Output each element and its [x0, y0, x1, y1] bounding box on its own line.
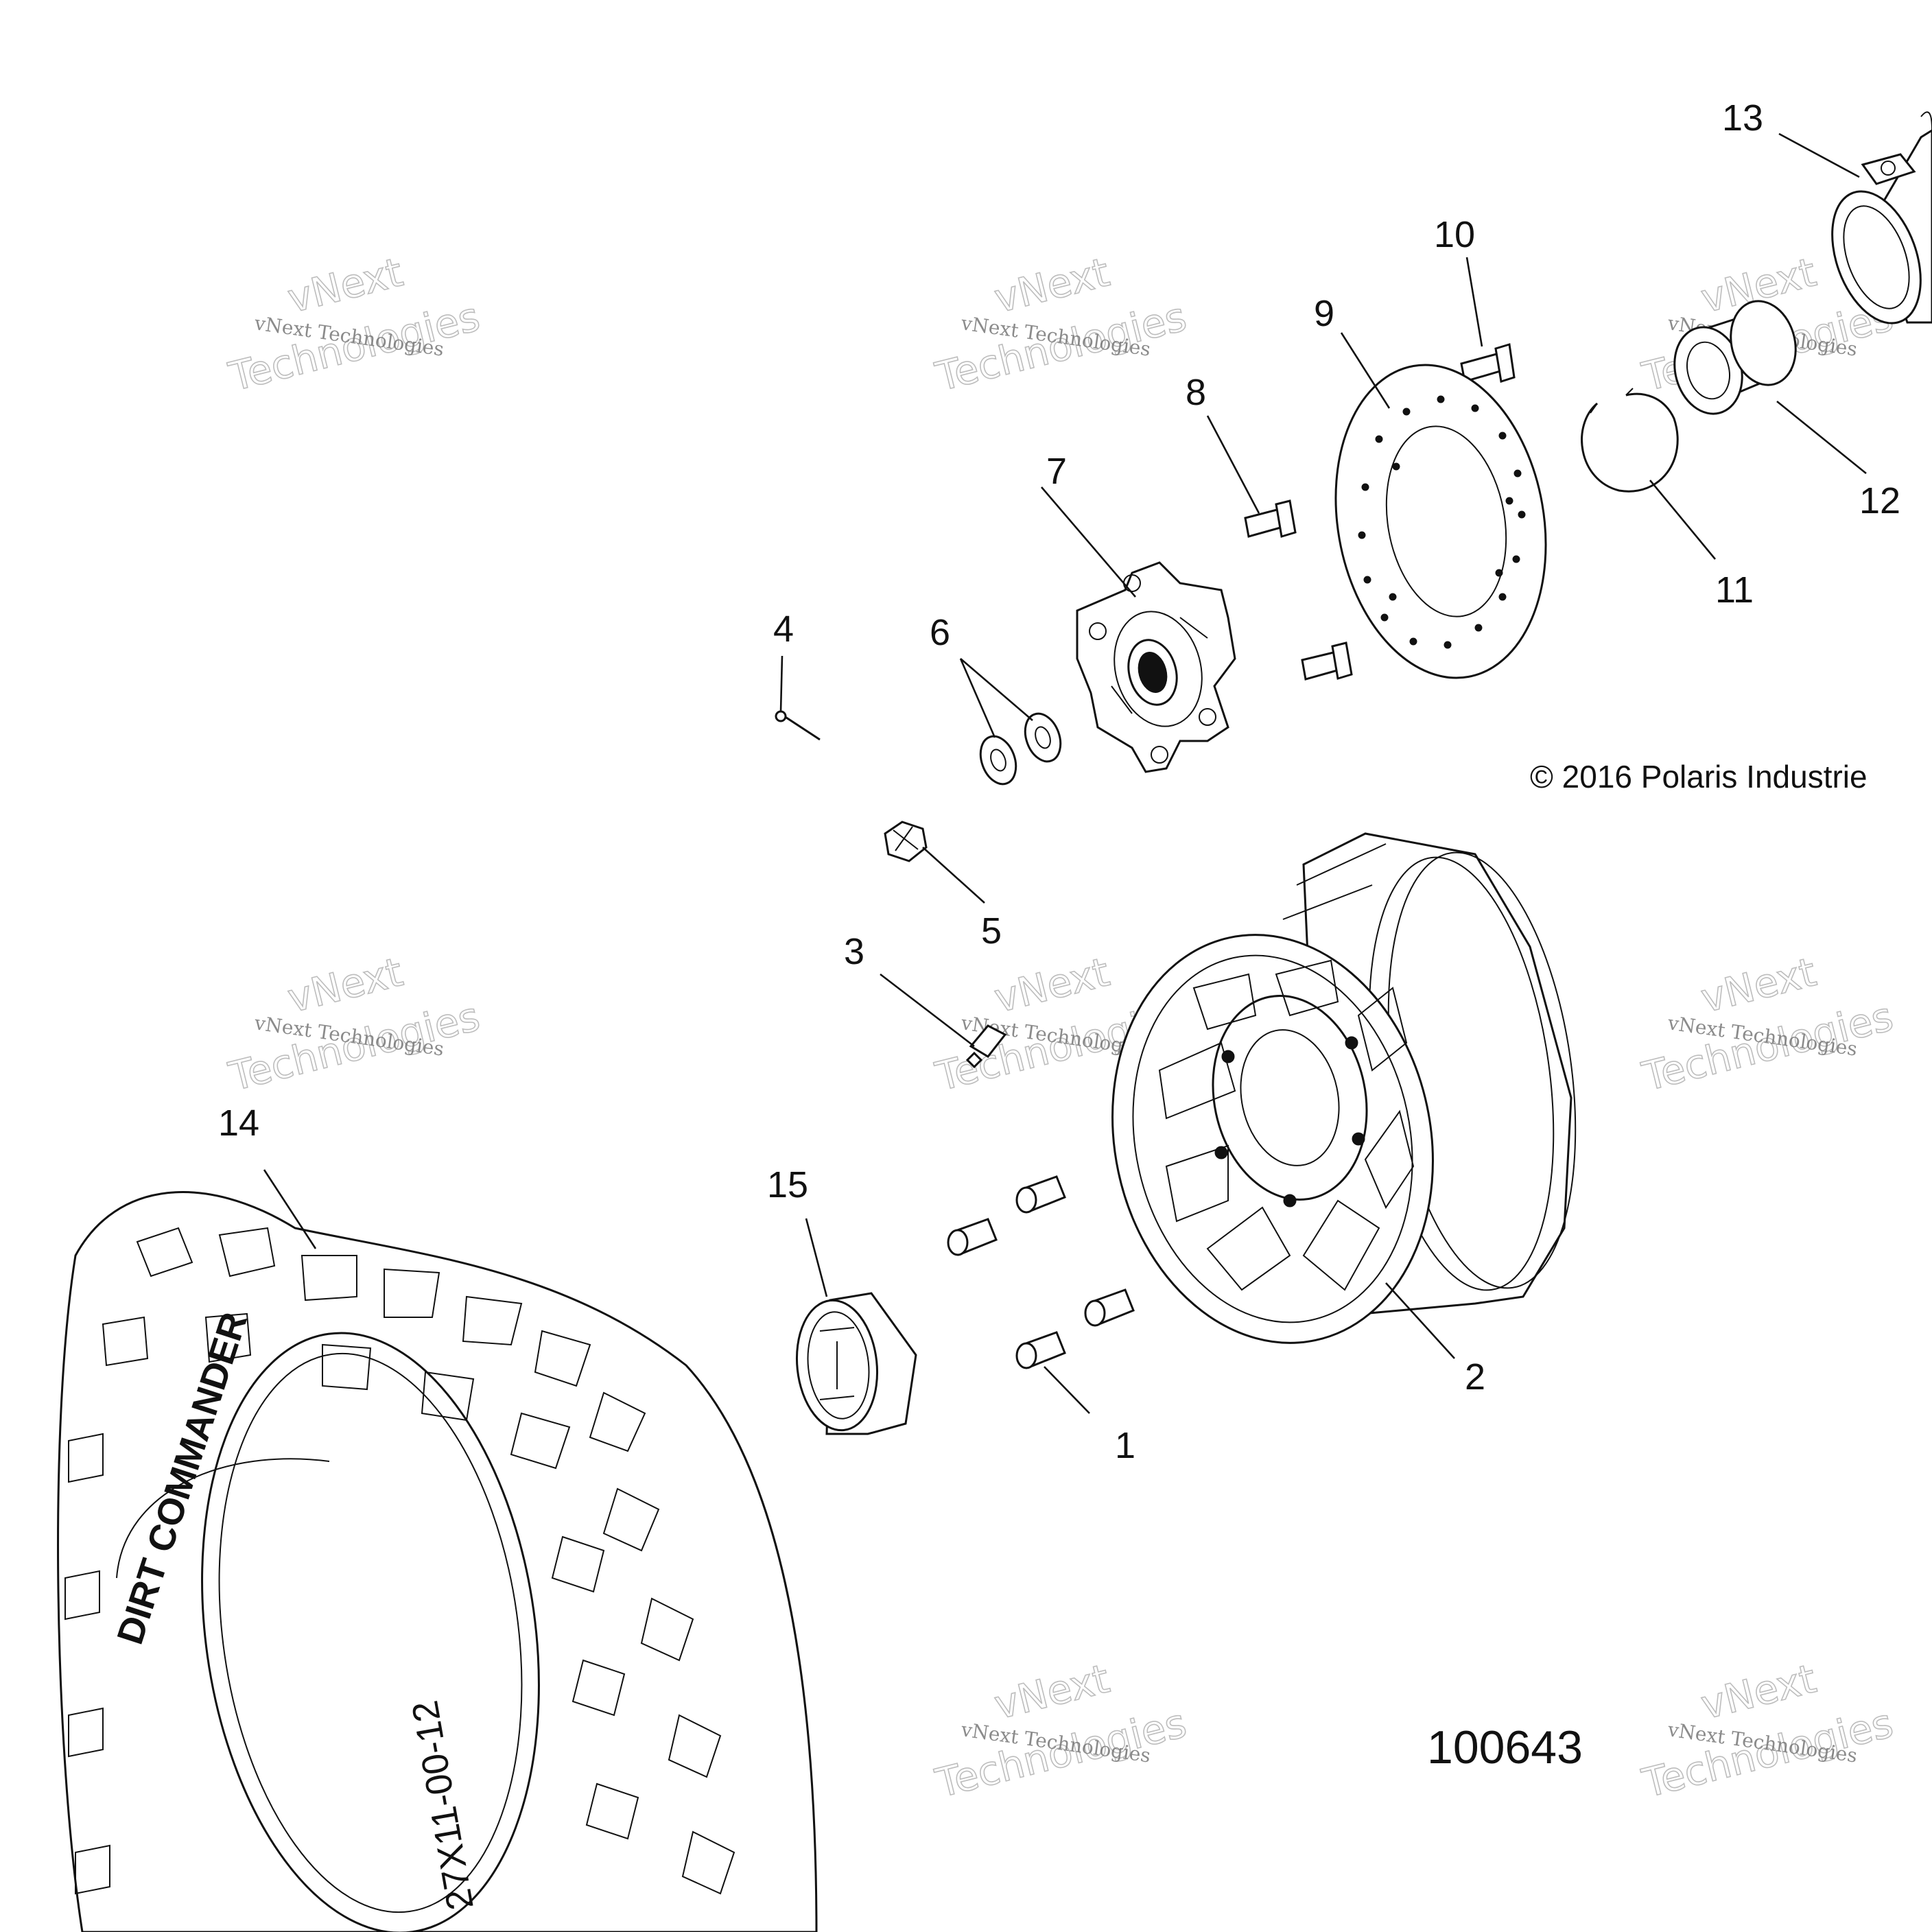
part-9-brake-disc: [1334, 364, 1547, 679]
svg-text:vNext: vNext: [283, 948, 408, 1022]
callout-2: 2: [1465, 1356, 1485, 1398]
callout-labels: 1 2 3 4 5 6 7 8 9 10 11 12 13 14 15: [218, 97, 1900, 1466]
callout-6: 6: [930, 612, 950, 653]
lug-nut: [1015, 1175, 1066, 1214]
callout-7: 7: [1046, 451, 1067, 492]
watermark: vNext Technologies vNext Technologies: [1637, 948, 1898, 1101]
callout-4: 4: [773, 609, 794, 650]
part-7-wheel-hub: [1076, 561, 1236, 773]
watermark: vNext Technologies vNext Technologies: [930, 1655, 1192, 1808]
part-15-center-cap: [795, 1292, 917, 1435]
part-12-bearing: [1673, 300, 1797, 415]
part-11-retaining-ring: [1581, 388, 1679, 493]
callout-15: 15: [767, 1164, 808, 1205]
rim-lug-holes: [1214, 1036, 1365, 1208]
watermark: vNext Technologies vNext Technologies: [930, 248, 1192, 401]
disc-holes: [1358, 395, 1526, 649]
part-2-wheel-rim: [1111, 832, 1577, 1344]
tire-tread: [64, 1227, 735, 1895]
watermark: vNext Technologies vNext Technologies: [1637, 1655, 1898, 1808]
callout-9: 9: [1314, 293, 1334, 334]
watermark: vNext Technologies vNext Technologies: [224, 248, 485, 401]
part-6-washers: [979, 712, 1062, 786]
part-5-castle-nut: [884, 821, 928, 862]
svg-text:vNext: vNext: [283, 248, 408, 322]
callout-13: 13: [1722, 97, 1763, 139]
lug-nut: [1084, 1288, 1135, 1327]
lug-nut: [947, 1218, 998, 1256]
callout-11: 11: [1715, 569, 1754, 611]
watermark: vNext Technologies vNext Technologies: [224, 948, 485, 1101]
part-8-bolts: [1244, 499, 1353, 681]
lug-nut: [1015, 1331, 1066, 1369]
part-14-tire: DIRT COMMANDER 27X11-00-12: [57, 1191, 818, 1932]
leader-lines: [263, 132, 1867, 1414]
part-10-bolt: [1460, 343, 1516, 383]
part-3-valve-stem: [965, 1024, 1007, 1069]
svg-text:vNext: vNext: [990, 248, 1114, 322]
part-1-lug-nuts: [947, 1175, 1135, 1369]
callout-8: 8: [1186, 372, 1206, 413]
part-4-cotter-pin: [775, 710, 821, 741]
svg-text:vNext: vNext: [990, 1655, 1114, 1728]
callout-12: 12: [1859, 480, 1900, 521]
callout-1: 1: [1115, 1425, 1135, 1466]
figure-id: 100643: [1427, 1721, 1583, 1774]
svg-text:vNext: vNext: [990, 948, 1114, 1022]
copyright-notice: © 2016 Polaris Industrie: [1530, 759, 1868, 794]
callout-5: 5: [981, 910, 1002, 952]
part-13-bearing-carrier: [1831, 111, 1932, 325]
svg-text:vNext: vNext: [1697, 948, 1821, 1022]
svg-text:vNext: vNext: [1697, 1655, 1821, 1728]
callout-14: 14: [218, 1103, 259, 1144]
callout-3: 3: [844, 931, 864, 972]
rim-spokes: [1158, 959, 1415, 1291]
callout-10: 10: [1434, 214, 1475, 255]
